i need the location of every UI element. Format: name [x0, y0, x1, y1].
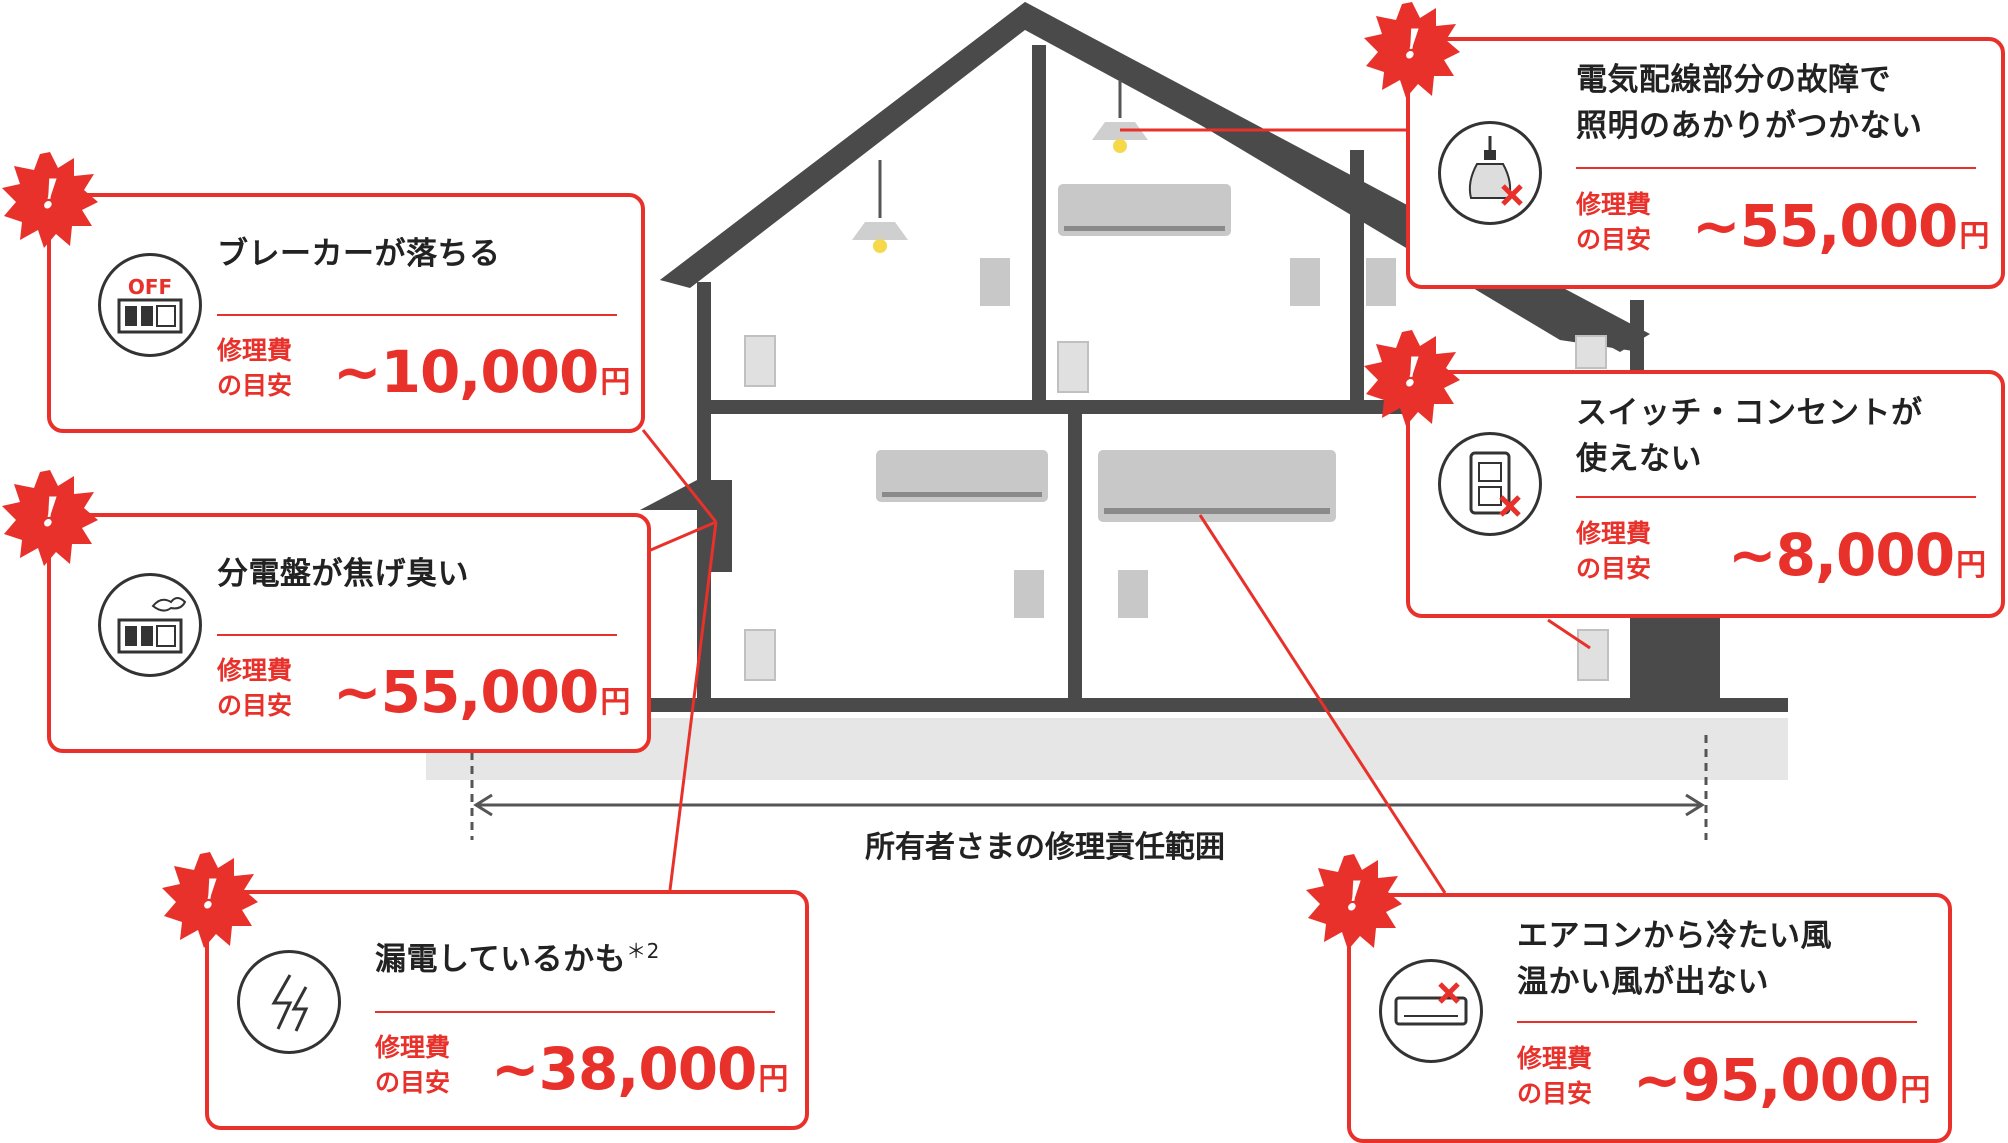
warning-burst-icon: ! [1362, 328, 1462, 428]
aircon-upper [1058, 184, 1231, 236]
card-divider [217, 314, 617, 316]
warning-burst-icon: ! [1362, 0, 1462, 100]
warning-burst-icon: ! [160, 850, 260, 950]
card-switch-title: スイッチ・コンセントが使えない [1576, 395, 1923, 477]
card-divider [1576, 167, 1976, 169]
cost-label: 修理費の目安 [1576, 190, 1652, 254]
interior-wall-top-right [1350, 150, 1364, 405]
interior-wall-top [1032, 45, 1046, 405]
card-aircon: エアコンから冷たい風温かい風が出ない 修理費の目安 ~95,000円 [1347, 893, 1952, 1143]
lightbulb-broken-icon [1438, 121, 1542, 225]
repair-responsibility-range-label: 所有者さまの修理責任範囲 [865, 830, 1225, 865]
card-breaker: OFF ブレーカーが落ちる 修理費の目安 ~10,000円 [47, 193, 645, 433]
footnote-mark: ＊2 [626, 939, 660, 963]
cost-label: 修理費の目安 [1517, 1044, 1593, 1108]
card-divider [1517, 1021, 1917, 1023]
aircon-lower-right [1098, 450, 1336, 522]
card-divider [375, 1011, 775, 1013]
pendant-bulb [873, 239, 887, 253]
card-switch: スイッチ・コンセントが使えない 修理費の目安 ~8,000円 [1406, 370, 2005, 618]
cost-label: 修理費の目安 [1576, 519, 1652, 583]
interior-wall-bottom [1068, 412, 1082, 700]
cost-label: 修理費の目安 [217, 656, 293, 720]
warning-burst-icon: ! [0, 150, 100, 250]
card-panel-smell-cost: ~55,000円 [333, 658, 630, 726]
aircon-broken-icon [1379, 959, 1483, 1063]
card-lighting-cost: ~55,000円 [1692, 192, 1989, 260]
card-divider [217, 634, 617, 636]
svg-text:OFF: OFF [128, 275, 172, 299]
ground [426, 718, 1788, 780]
breaker-off-icon: OFF [98, 253, 202, 357]
exterior-block [1640, 612, 1720, 710]
card-leak-title: 漏電しているかも＊2 [375, 939, 660, 978]
awning [640, 480, 697, 510]
wall-left-lower [697, 400, 711, 710]
pendant-bulb-2 [1113, 139, 1127, 153]
card-divider [1576, 496, 1976, 498]
cost-label: 修理費の目安 [375, 1033, 451, 1097]
aircon-lower-left [876, 450, 1048, 502]
warning-burst-icon: ! [1304, 852, 1404, 952]
breaker-box-on-wall [710, 480, 732, 572]
card-aircon-title: エアコンから冷たい風温かい風が出ない [1517, 918, 1832, 1000]
card-breaker-title: ブレーカーが落ちる [217, 236, 501, 272]
ground-floor [640, 698, 1788, 712]
panel-smoke-icon [98, 573, 202, 677]
lightning-icon [237, 950, 341, 1054]
card-leak: 漏電しているかも＊2 修理費の目安 ~38,000円 [205, 890, 809, 1130]
roof-outline [660, 2, 1650, 352]
card-leak-cost: ~38,000円 [491, 1035, 788, 1103]
card-switch-cost: ~8,000円 [1728, 521, 1986, 589]
card-breaker-cost: ~10,000円 [333, 338, 630, 406]
wall-outlets [744, 335, 1609, 681]
warning-burst-icon: ! [0, 468, 100, 568]
card-lighting: 電気配線部分の故障で照明のあかりがつかない 修理費の目安 ~55,000円 [1406, 37, 2005, 289]
wall-switches [980, 258, 1396, 618]
card-panel-smell: 分電盤が焦げ臭い 修理費の目安 ~55,000円 [47, 513, 651, 753]
leader-lines [641, 128, 1591, 894]
outlet-broken-icon [1438, 432, 1542, 536]
card-panel-smell-title: 分電盤が焦げ臭い [217, 556, 469, 592]
cost-label: 修理費の目安 [217, 336, 293, 400]
pendant-light [852, 222, 908, 240]
card-lighting-title: 電気配線部分の故障で照明のあかりがつかない [1576, 62, 1923, 144]
card-aircon-cost: ~95,000円 [1633, 1046, 1930, 1114]
